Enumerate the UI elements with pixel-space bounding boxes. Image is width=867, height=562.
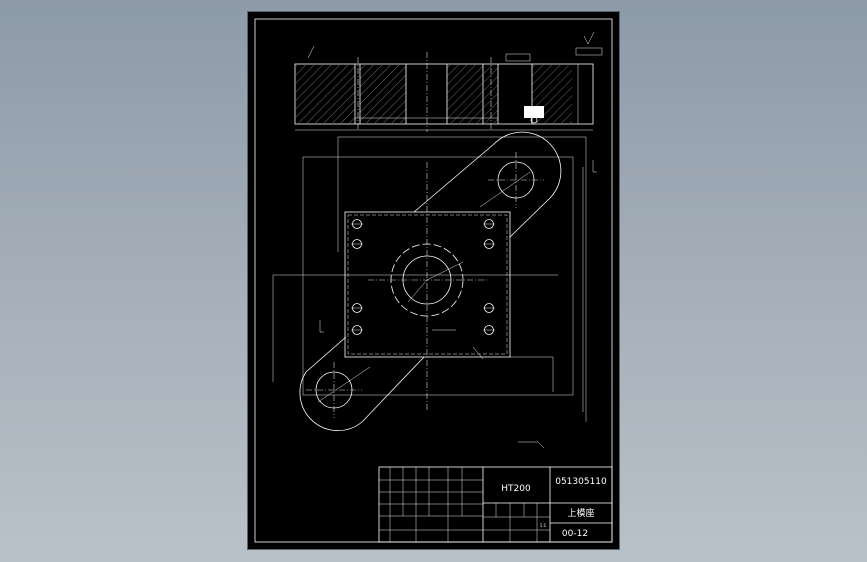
sheet-code-text: 00-12 [562, 529, 588, 539]
hatch-mid-left [360, 65, 406, 123]
section-outline [294, 63, 594, 125]
section-view [294, 31, 603, 132]
drawing-sheet: HT200 051305110 上模座 00-12 1:1 [248, 12, 619, 549]
part-outline-upper [413, 131, 562, 238]
part-name-text: 上模座 [567, 507, 594, 519]
drawing-number-text: 051305110 [555, 477, 607, 487]
hatch-left [296, 65, 355, 123]
roughness-symbol-icon [583, 31, 595, 45]
cad-drawing: HT200 051305110 上模座 00-12 1:1 [254, 18, 613, 543]
scale-cell-text: 1:1 [540, 523, 547, 528]
center-plate [344, 211, 511, 358]
hatch-mid-right [447, 65, 483, 123]
datum-marker-icon [530, 116, 538, 124]
part-outline-lower [299, 336, 425, 431]
bolt-holes [351, 219, 495, 335]
section-marker-block [524, 106, 544, 118]
plan-view [272, 131, 597, 449]
material-text: HT200 [501, 484, 531, 494]
title-block: HT200 051305110 上模座 00-12 1:1 [378, 466, 613, 543]
